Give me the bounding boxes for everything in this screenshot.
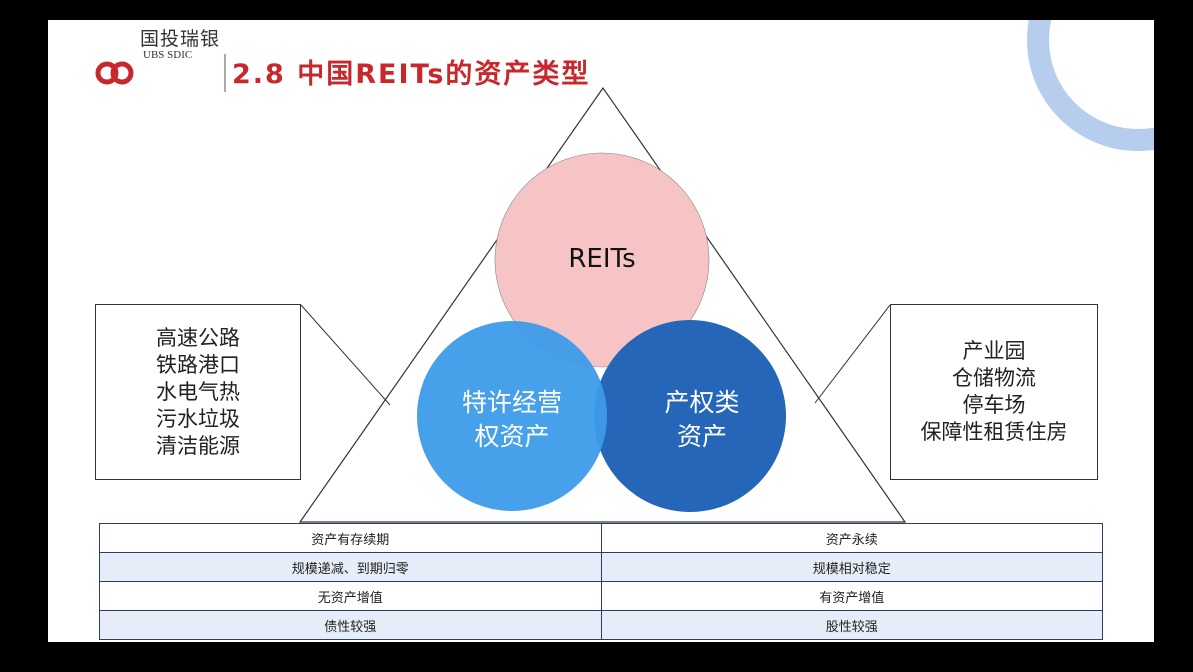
page-title: 2.8 中国REITs的资产类型	[232, 59, 591, 90]
logo-subtext: UBS SDIC	[143, 49, 193, 61]
example-item: 污水垃圾	[156, 406, 240, 431]
property-label-line: 资产	[676, 422, 727, 451]
property-circle	[594, 320, 786, 512]
franchise-examples-box: 高速公路 铁路港口 水电气热 污水垃圾 清洁能源	[95, 304, 301, 480]
table-row: 债性较强股性较强	[99, 610, 1103, 640]
table-row: 资产有存续期资产永续	[99, 523, 1103, 553]
logo-icon	[95, 61, 134, 85]
table-cell: 规模相对稳定	[600, 552, 1103, 582]
comparison-table: 资产有存续期资产永续 规模递减、到期归零规模相对稳定 无资产增值有资产增值 债性…	[99, 523, 1103, 640]
example-item: 仓储物流	[952, 366, 1036, 390]
table-cell: 无资产增值	[99, 581, 602, 611]
property-examples-box: 产业园 仓储物流 停车场 保障性租赁住房	[890, 304, 1098, 480]
decorative-ring	[1027, 20, 1154, 151]
example-item: 停车场	[962, 393, 1026, 417]
table-row: 无资产增值有资产增值	[99, 581, 1103, 611]
table-cell: 规模递减、到期归零	[99, 552, 602, 582]
example-item: 高速公路	[156, 325, 240, 350]
example-item: 清洁能源	[156, 433, 240, 458]
triangle	[298, 86, 907, 523]
diagram-graphics	[95, 20, 1154, 523]
slide: 国投瑞银 UBS SDIC 2.8 中国REITs的资产类型 REITs 特许经…	[48, 20, 1154, 642]
reits-label: REITs	[568, 244, 636, 274]
franchise-label-line: 特许经营	[461, 388, 562, 417]
franchise-label: 特许经营 权资产	[432, 386, 592, 454]
table-row: 规模递减、到期归零规模相对稳定	[99, 552, 1103, 582]
example-item: 保障性租赁住房	[920, 420, 1068, 444]
franchise-circle	[417, 321, 607, 511]
table-cell: 资产永续	[600, 523, 1103, 553]
property-label: 产权类 资产	[642, 386, 762, 454]
example-item: 产业园	[962, 339, 1026, 363]
example-item: 铁路港口	[156, 352, 240, 377]
example-item: 水电气热	[156, 379, 240, 404]
table-cell: 股性较强	[600, 610, 1103, 640]
table-cell: 有资产增值	[600, 581, 1103, 611]
table-cell: 债性较强	[99, 610, 602, 640]
reits-circle	[494, 152, 710, 368]
table-cell: 资产有存续期	[99, 523, 602, 553]
franchise-label-line: 权资产	[474, 422, 550, 451]
logo-text: 国投瑞银	[140, 28, 221, 50]
property-label-line: 产权类	[664, 388, 740, 417]
